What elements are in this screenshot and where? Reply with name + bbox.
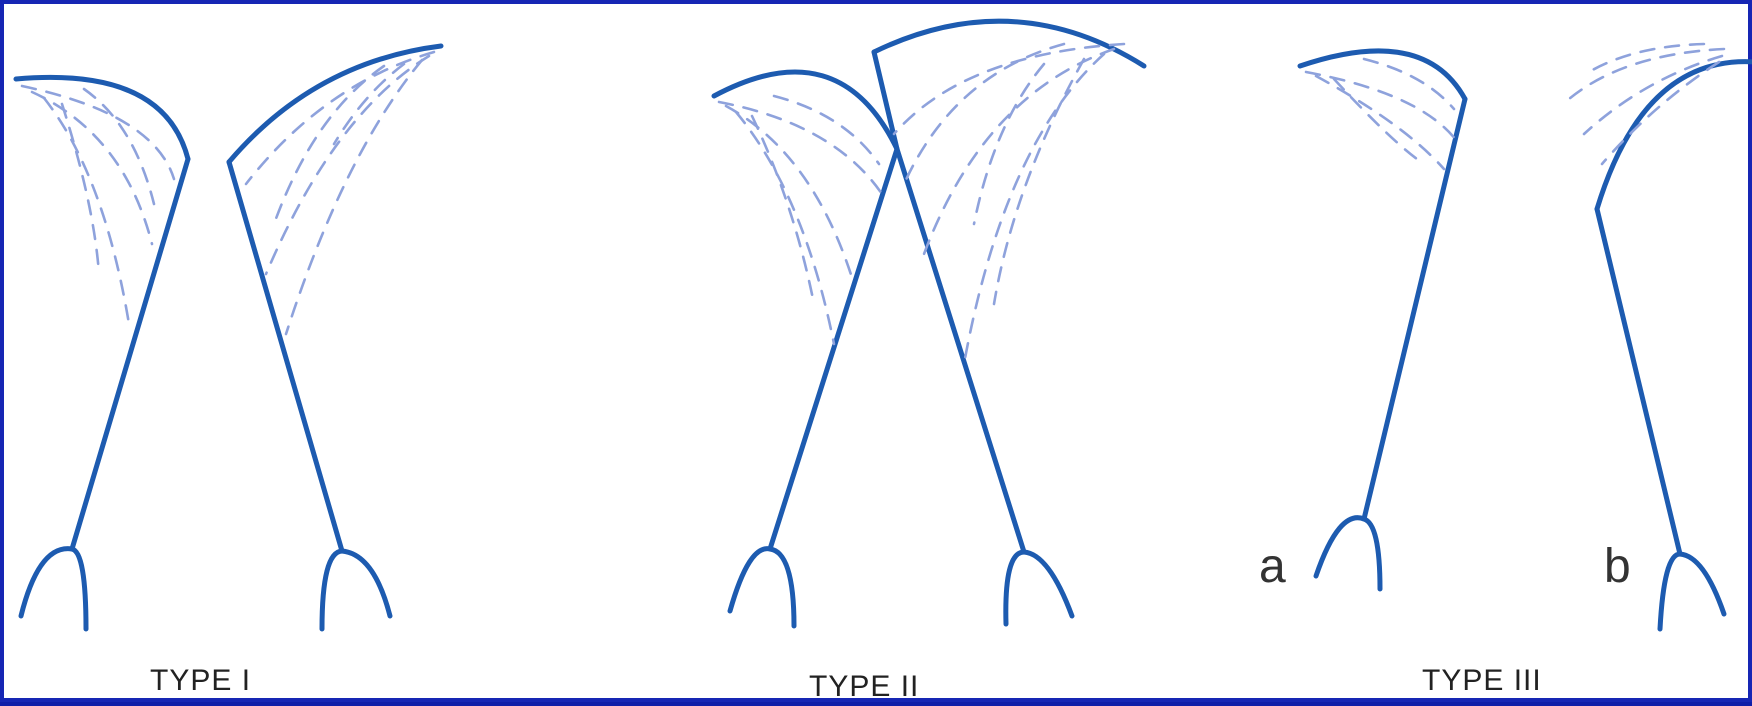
- type-2-left-cap: [714, 72, 897, 149]
- type-2-right-stem: [874, 52, 1024, 552]
- type-3-a-label: a: [1259, 539, 1286, 594]
- type-3-a-fork: [1316, 518, 1380, 589]
- type-3-b-label: b: [1604, 539, 1631, 594]
- type-3-b-stem: [1597, 209, 1680, 554]
- type-1-group: [16, 46, 441, 629]
- type-3-b-cap: [1597, 62, 1752, 209]
- type-3-a-stem: [1364, 99, 1465, 519]
- diagram-canvas: [4, 4, 1752, 706]
- type-2-right-branch: [874, 21, 1144, 624]
- type-1-left-fork: [21, 549, 86, 629]
- type-3-b-branch: [1569, 44, 1752, 629]
- type-2-group: [714, 21, 1144, 626]
- type-3-a-branch: [1300, 51, 1465, 589]
- type-1-left-stem: [72, 159, 188, 549]
- type-1-right-stem: [229, 162, 342, 551]
- type-3-b-fork: [1660, 554, 1724, 629]
- type-2-left-fan: [719, 96, 882, 344]
- type-1-left-cap: [16, 77, 188, 159]
- type-2-right-fork: [1006, 552, 1072, 624]
- type-2-label: TYPE II: [809, 670, 919, 704]
- type-2-right-fan: [894, 44, 1124, 364]
- type-2-right-cap: [874, 21, 1144, 66]
- type-3-label: TYPE III: [1422, 664, 1542, 698]
- type-2-left-branch: [714, 72, 897, 626]
- type-2-left-fork: [730, 549, 794, 626]
- type-3-a-fan: [1306, 59, 1459, 169]
- type-3-b-fan: [1569, 44, 1724, 164]
- type-1-label: TYPE I: [150, 664, 251, 698]
- type-1-right-fan: [246, 52, 434, 334]
- type-3-group: [1300, 44, 1752, 629]
- type-1-right-fork: [322, 551, 390, 629]
- type-1-right-branch: [229, 46, 441, 629]
- type-1-left-branch: [16, 77, 188, 629]
